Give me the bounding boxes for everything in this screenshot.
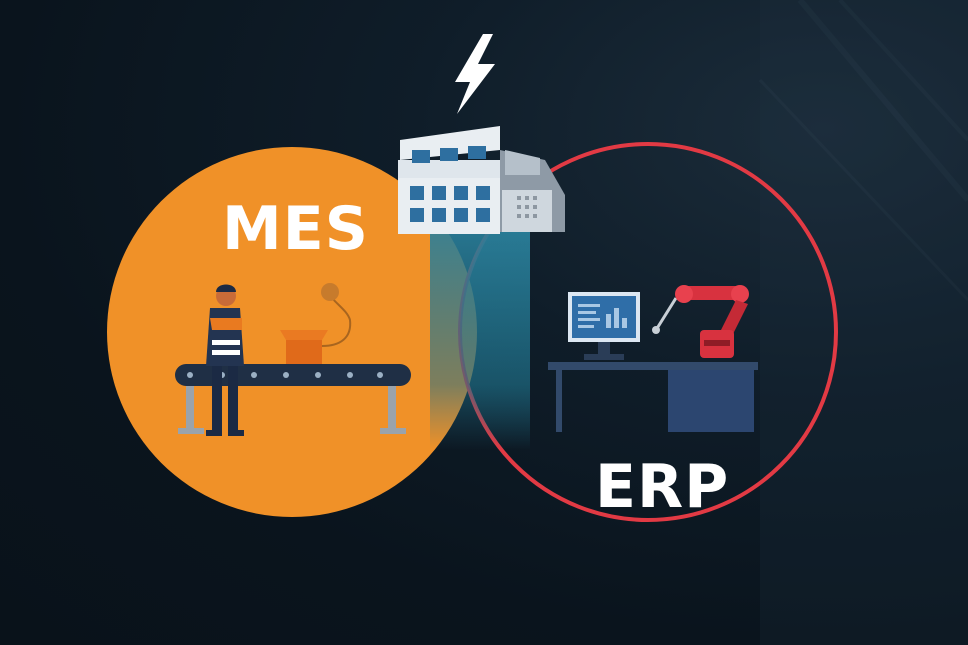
background-pattern <box>758 0 968 645</box>
lightning-bolt-icon <box>455 34 495 114</box>
robotic-arm-icon <box>652 285 749 358</box>
factory-building-icon <box>398 126 565 234</box>
package-icon <box>280 283 352 364</box>
desk-icon <box>548 362 758 432</box>
mes-label: MES <box>222 194 369 264</box>
computer-monitor-icon <box>568 292 640 360</box>
worker-icon <box>206 284 244 436</box>
erp-label: ERP <box>595 452 730 522</box>
